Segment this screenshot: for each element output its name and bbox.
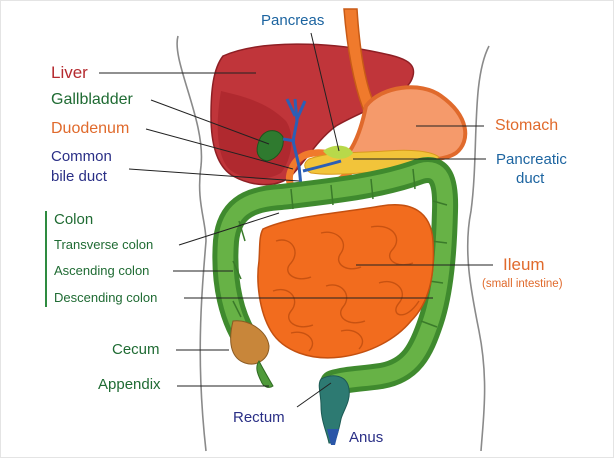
appendix-shape xyxy=(257,361,273,387)
label-common-bile-duct-line1: Common xyxy=(51,149,112,164)
label-anus: Anus xyxy=(349,430,383,445)
label-gallbladder: Gallbladder xyxy=(51,92,133,108)
label-descending-colon: Descending colon xyxy=(54,291,157,304)
label-pancreatic-duct-line1: Pancreatic xyxy=(496,152,567,167)
cecum-shape xyxy=(231,321,269,364)
label-stomach: Stomach xyxy=(495,118,558,134)
label-colon: Colon xyxy=(54,212,93,227)
label-duodenum: Duodenum xyxy=(51,121,129,137)
label-transverse-colon: Transverse colon xyxy=(54,238,153,251)
label-ileum: Ileum xyxy=(503,256,545,273)
label-liver: Liver xyxy=(51,64,88,81)
label-ascending-colon: Ascending colon xyxy=(54,264,149,277)
ileum-shape xyxy=(258,205,434,358)
label-cecum: Cecum xyxy=(112,342,160,357)
label-ileum-note: (small intestine) xyxy=(482,279,563,291)
label-pancreas: Pancreas xyxy=(261,13,324,28)
label-common-bile-duct-line2: bile duct xyxy=(51,169,107,184)
label-pancreatic-duct-line2: duct xyxy=(516,171,544,186)
label-rectum: Rectum xyxy=(233,410,285,425)
label-appendix: Appendix xyxy=(98,377,161,392)
colon-bracket xyxy=(45,211,47,307)
